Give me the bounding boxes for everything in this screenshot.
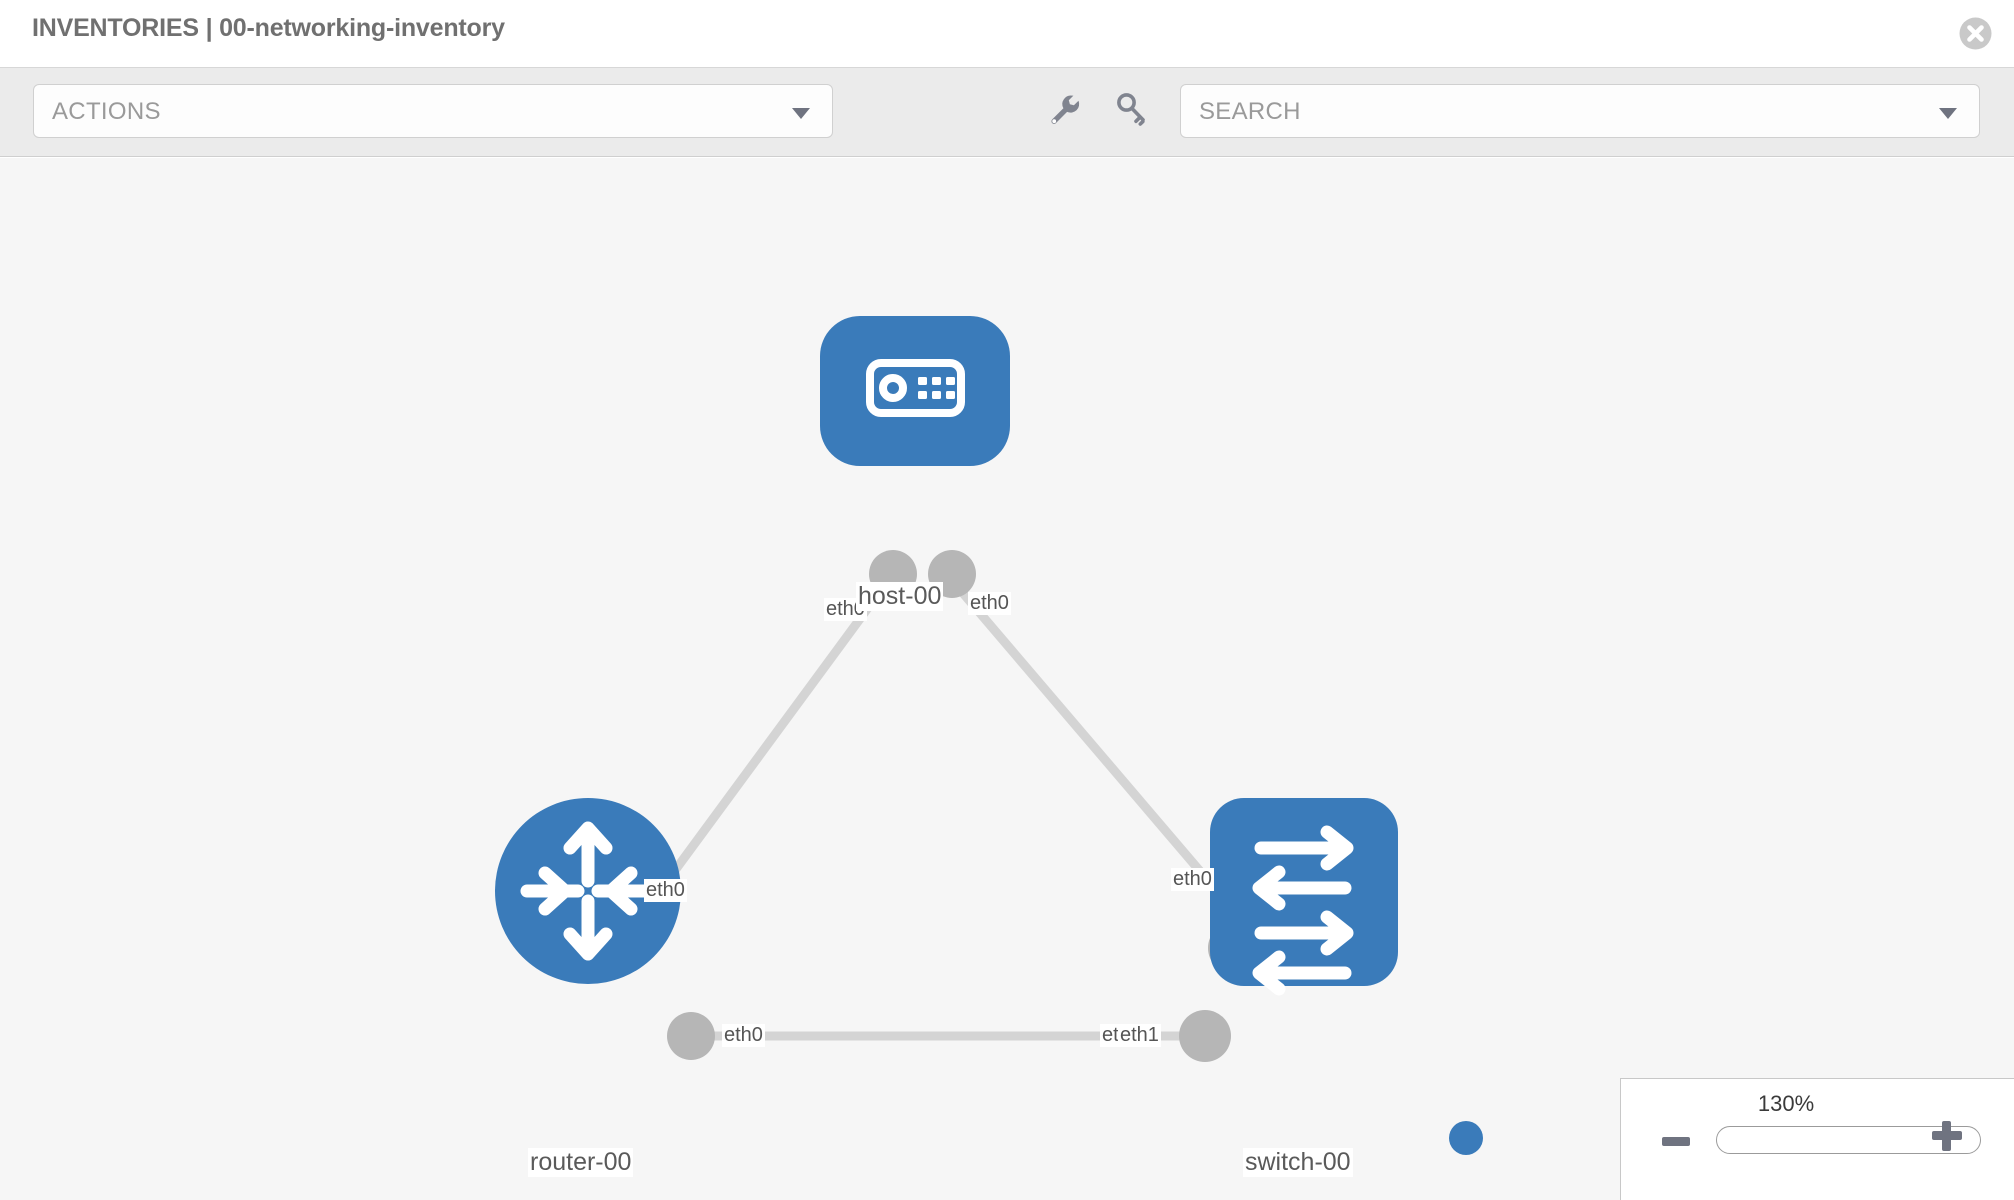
toolbar: ACTIONS SEARCH [0, 68, 2014, 157]
edge-host-switch [946, 575, 1244, 921]
page-title: INVENTORIES | 00-networking-inventory [32, 14, 505, 42]
edge-host-router [636, 575, 894, 921]
node-label-switch-00: switch-00 [1243, 1148, 1353, 1177]
topology-edges [636, 575, 1244, 1041]
port-switch-left [1179, 1010, 1231, 1062]
port-label: eth0 [968, 592, 1011, 615]
node-label-host-00: host-00 [856, 582, 944, 611]
key-icon[interactable] [1113, 90, 1149, 126]
zoom-slider-thumb[interactable] [1449, 1121, 1483, 1155]
wrench-icon[interactable] [1046, 90, 1082, 126]
close-icon[interactable] [1959, 17, 1992, 50]
node-switch-00 [1210, 798, 1398, 996]
port-router-right [667, 1012, 715, 1060]
node-router-00 [495, 798, 681, 984]
chevron-down-icon [1939, 108, 1957, 119]
port-label: eth0 [722, 1024, 765, 1047]
node-host-00 [820, 316, 1010, 466]
zoom-level-value: 130% [1757, 1091, 1815, 1116]
search-input[interactable]: SEARCH [1180, 84, 1980, 138]
chevron-down-icon [792, 108, 810, 119]
server-icon [866, 359, 965, 417]
port-label: eth0 [644, 879, 687, 902]
router-arrows-icon [520, 821, 656, 961]
plus-icon[interactable] [1932, 1131, 1962, 1140]
topology-graph [495, 316, 1398, 1062]
node-label-router-00: router-00 [528, 1148, 634, 1177]
minus-icon[interactable] [1662, 1137, 1690, 1146]
port-label: eth1 [1118, 1024, 1161, 1047]
zoom-slider[interactable] [1716, 1126, 1981, 1154]
search-placeholder: SEARCH [1199, 98, 1301, 125]
switch-arrows-icon [1252, 825, 1354, 996]
topology-canvas[interactable]: eth0 host-00 eth0 eth0 eth0 eth0 eth0 et… [0, 158, 2014, 1200]
topology-ports [667, 550, 1260, 1062]
actions-dropdown[interactable]: ACTIONS [33, 84, 833, 138]
port-label: eth0 [1171, 868, 1214, 891]
page-header: INVENTORIES | 00-networking-inventory [0, 0, 2014, 68]
actions-dropdown-label: ACTIONS [52, 98, 161, 125]
